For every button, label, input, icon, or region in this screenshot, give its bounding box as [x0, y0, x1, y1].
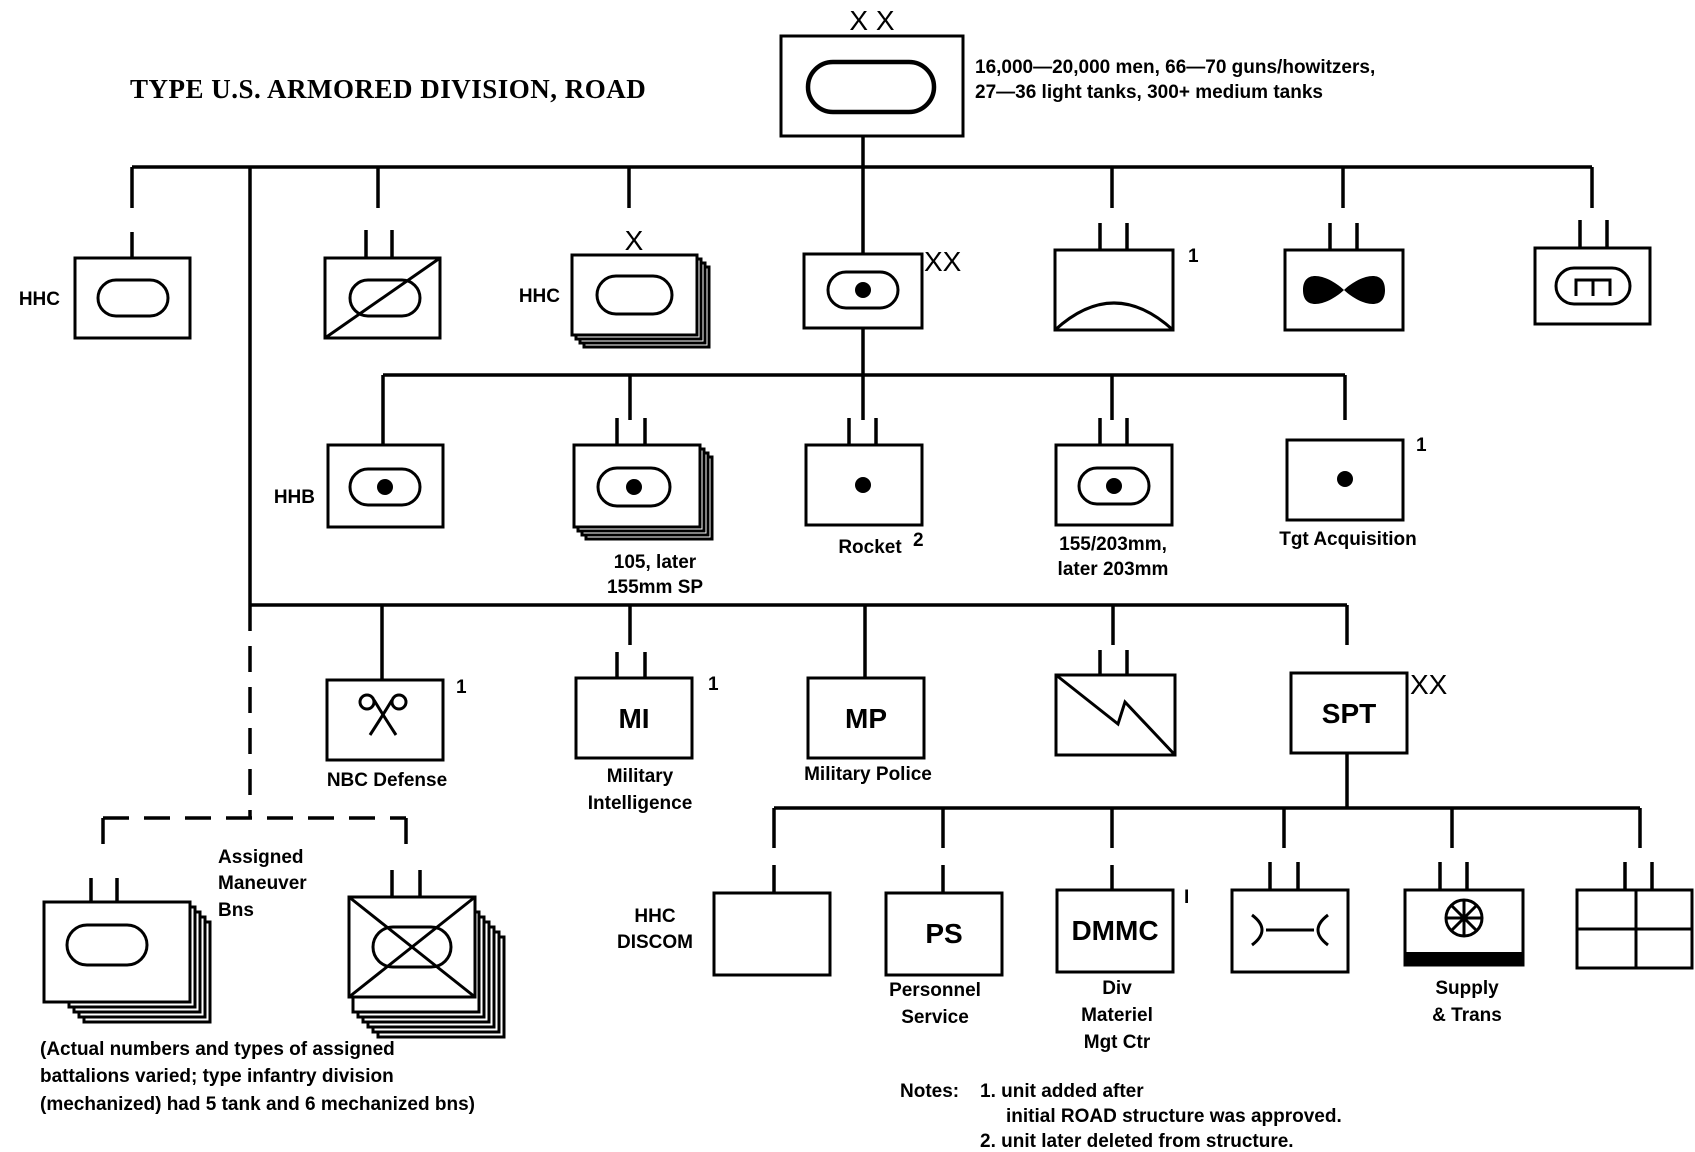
connector-lines: [101, 136, 1642, 858]
medical-unit: [1575, 862, 1694, 970]
nbc-label: NBC Defense: [327, 770, 447, 791]
division-echelon: X X: [849, 5, 894, 36]
tgt-acq-label: Tgt Acquisition: [1279, 529, 1417, 550]
rocket-label: Rocket: [838, 537, 902, 558]
supply-trans-unit: Supply & Trans: [1403, 862, 1525, 1026]
artillery-dot-icon: [855, 477, 871, 493]
maneuver-label-line1: Assigned: [218, 847, 304, 868]
nbc-unit: 1 NBC Defense: [325, 645, 467, 791]
maneuver-note-line1: (Actual numbers and types of assigned: [40, 1039, 395, 1060]
armored-engineer-icon: [1554, 266, 1632, 306]
howitzer-155-unit: 155/203mm, later 203mm: [1054, 418, 1174, 580]
howitzer-155-label-line1: 155/203mm,: [1059, 534, 1167, 555]
maneuver-label-line2: Maneuver: [218, 873, 307, 894]
hhc-discom-line2: DISCOM: [617, 932, 693, 953]
ps-label-line1: Personnel: [889, 980, 981, 1001]
tank-battalions-unit: [42, 878, 212, 1024]
maneuver-note-line2: battalions varied; type infantry divisio…: [40, 1066, 394, 1087]
howitzer-155-label-line2: later 203mm: [1058, 559, 1169, 580]
hhb-label: HHB: [274, 487, 315, 508]
div-arty-echelon: XX: [924, 246, 962, 277]
armored-artillery-icon: [596, 466, 672, 508]
mi-symbol: MI: [618, 703, 649, 734]
armored-artillery-icon: [1077, 466, 1151, 506]
maneuver-note-line3: (mechanized) had 5 tank and 6 mechanized…: [40, 1094, 475, 1115]
hhc-discom-unit: HHC DISCOM: [617, 865, 832, 977]
hhc-unit: HHC: [19, 232, 192, 340]
howitzer-105-label-line1: 105, later: [614, 552, 697, 573]
armor-oval-icon: [348, 278, 422, 318]
maneuver-label-line3: Bns: [218, 900, 254, 921]
armor-oval-icon: [805, 59, 937, 115]
artillery-dot-icon: [855, 282, 871, 298]
spt-echelon: XX: [1410, 669, 1448, 700]
mi-label-line1: Military: [607, 766, 674, 787]
howitzer-105-unit: 105, later 155mm SP: [572, 418, 714, 598]
dmmc-unit: DMMC I Div Materiel Mgt Ctr: [1055, 865, 1189, 1053]
notes-n2: 2. unit later deleted from structure.: [980, 1131, 1294, 1152]
dmmc-label-line2: Materiel: [1081, 1005, 1153, 1026]
brigade-echelon: X: [625, 225, 644, 256]
supply-label-line2: & Trans: [1432, 1005, 1502, 1026]
armor-oval-icon: [65, 923, 149, 967]
maintenance-wrench-icon: [1251, 913, 1329, 947]
mi-label-line2: Intelligence: [588, 793, 693, 814]
cavalry-slash-icon: [324, 256, 441, 340]
armored-engineer-unit: [1533, 220, 1652, 326]
howitzer-105-label-line2: 155mm SP: [607, 577, 703, 598]
brigade-hhc-label: HHC: [519, 286, 560, 307]
armor-oval-icon: [96, 278, 170, 318]
division-info-line2: 27—36 light tanks, 300+ medium tanks: [975, 82, 1323, 103]
brigade-hq-unit: X HHC: [519, 225, 711, 349]
dmmc-label-line3: Mgt Ctr: [1084, 1032, 1151, 1053]
aviation-unit: [1283, 223, 1405, 332]
aviation-bowtie-icon: [1303, 276, 1385, 304]
mp-symbol: MP: [845, 703, 887, 734]
div-arty-unit: XX: [802, 246, 962, 330]
ps-label-line2: Service: [901, 1007, 969, 1028]
hhb-unit: HHB: [274, 420, 445, 529]
armored-artillery-icon: [826, 270, 900, 310]
maintenance-unit: [1230, 862, 1350, 974]
rocket-note: 2: [913, 530, 924, 551]
mp-unit: MP Military Police: [804, 645, 932, 785]
mech-battalions-unit: [347, 870, 506, 1039]
notes-n1-line1: 1. unit added after: [980, 1081, 1144, 1102]
rocket-unit: Rocket 2: [804, 418, 924, 558]
engineer-note: 1: [1188, 246, 1199, 267]
chart-title: TYPE U.S. ARMORED DIVISION, ROAD: [130, 74, 646, 104]
armored-artillery-icon: [348, 467, 422, 507]
mp-label: Military Police: [804, 764, 932, 785]
division-info-line1: 16,000—20,000 men, 66—70 guns/howitzers,: [975, 57, 1375, 78]
mi-note: 1: [708, 674, 719, 695]
nbc-note: 1: [456, 677, 467, 698]
dmmc-symbol: DMMC: [1071, 915, 1158, 946]
division-hq-unit: X X: [779, 5, 965, 138]
artillery-dot-icon: [1337, 471, 1353, 487]
ps-unit: PS Personnel Service: [884, 865, 1004, 1028]
hhc-label: HHC: [19, 289, 60, 310]
engineer-unit: 1: [1053, 223, 1199, 332]
notes-header: Notes:: [900, 1081, 959, 1102]
dmmc-note: I: [1184, 887, 1189, 908]
supply-label-line1: Supply: [1435, 978, 1499, 999]
tgt-acq-note: 1: [1416, 435, 1427, 456]
tgt-acq-unit: 1 Tgt Acquisition: [1279, 435, 1427, 550]
signal-lightning-icon: [1055, 673, 1177, 757]
armor-oval-icon: [595, 274, 674, 316]
notes-n1-line2: initial ROAD structure was approved.: [1006, 1106, 1342, 1127]
spt-unit: SPT XX: [1289, 669, 1448, 755]
hhc-discom-line1: HHC: [634, 906, 675, 927]
mech-infantry-icon: [348, 895, 476, 999]
supply-wheel-icon: [1444, 898, 1484, 938]
chemical-retorts-icon: [358, 693, 408, 736]
signal-unit: [1054, 650, 1177, 757]
ps-symbol: PS: [925, 918, 962, 949]
dmmc-label-line1: Div: [1102, 978, 1132, 999]
spt-symbol: SPT: [1322, 698, 1376, 729]
cavalry-unit: [323, 230, 442, 340]
engineer-arc-icon: [1053, 301, 1175, 332]
mi-unit: MI 1 Military Intelligence: [574, 652, 719, 814]
